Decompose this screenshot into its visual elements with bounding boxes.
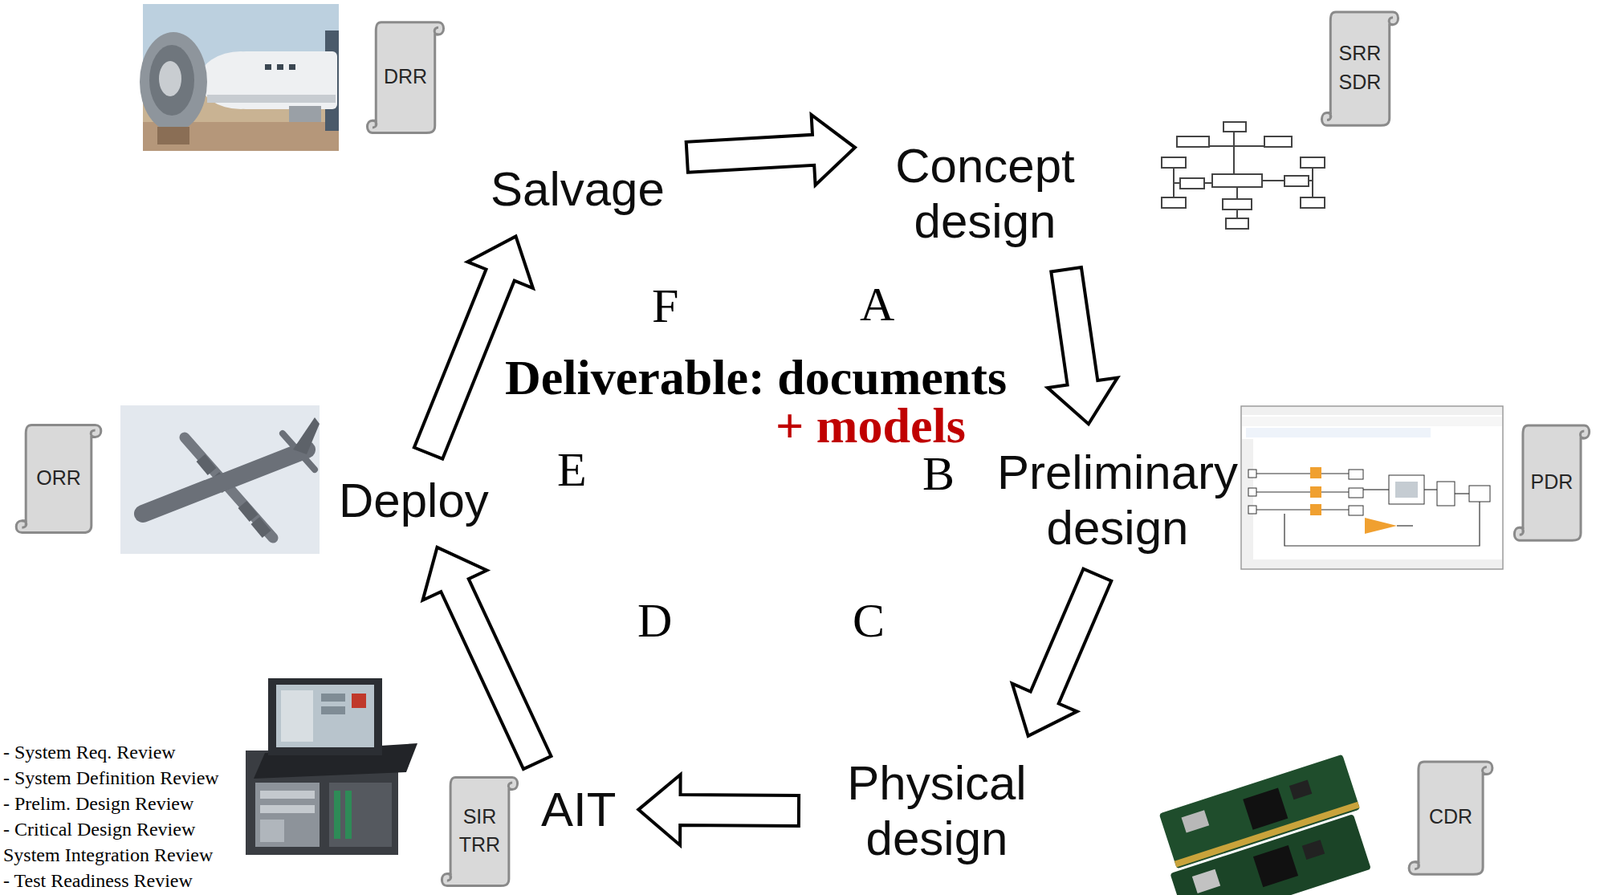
review-scroll: DRR [362, 15, 449, 139]
review-scroll: ORR [10, 418, 107, 538]
phase-label: Concept design [872, 134, 1098, 253]
flow-arrow [423, 547, 552, 770]
phase-name: AIT [541, 781, 616, 838]
phase-name: Deploy [338, 472, 489, 529]
phase-letter: D [637, 596, 672, 645]
acronym-note: - Test Readiness Review [3, 871, 193, 891]
flow-arrow [1047, 267, 1118, 424]
review-code: PDR [1530, 468, 1574, 497]
review-scroll: CDR [1403, 754, 1499, 880]
circuit-board-photo [1151, 754, 1379, 895]
concept-tree [1161, 122, 1325, 229]
phase-letter: E [557, 445, 587, 494]
aircraft-photo [120, 405, 320, 554]
review-code: SDR [1339, 68, 1382, 98]
phase-label: Preliminary design [985, 441, 1250, 559]
scroll-text-box: SRRSDR [1316, 4, 1404, 131]
review-code: TRR [459, 830, 501, 860]
scroll-text-box: DRR [362, 15, 449, 139]
center-caption: Deliverable: documents [504, 352, 1007, 403]
scroll-text-box: CDR [1403, 754, 1499, 880]
center-caption: + models [775, 400, 966, 451]
phase-label: Physical design [816, 752, 1058, 870]
phase-name: Concept design [877, 138, 1093, 249]
review-code: SRR [1339, 39, 1382, 69]
phase-name: Physical design [821, 755, 1053, 867]
phase-letter: F [651, 281, 679, 330]
flow-arrow [686, 114, 855, 186]
acronym-note: - System Req. Review [3, 742, 176, 762]
phase-letter: C [852, 596, 885, 645]
review-code: DRR [383, 62, 428, 92]
boneyard-photo [139, 4, 339, 151]
flow-arrow [414, 236, 534, 459]
review-scroll: SIRTRR [436, 770, 523, 892]
phase-name: Salvage [490, 161, 665, 217]
flow-arrow [638, 774, 799, 846]
scroll-text-box: PDR [1509, 418, 1595, 546]
scroll-outline [436, 770, 523, 892]
phase-label: AIT [536, 778, 621, 841]
acronym-note: - Critical Design Review [3, 819, 196, 839]
acronym-note: - System Definition Review [3, 768, 220, 788]
scroll-outline [1316, 4, 1404, 131]
scroll-text-box: SIRTRR [436, 770, 523, 892]
phase-name: Preliminary design [989, 444, 1246, 556]
flow-arrow [1012, 569, 1112, 737]
review-code: CDR [1429, 802, 1473, 832]
scroll-text-box: ORR [10, 418, 107, 538]
review-code: ORR [36, 464, 82, 493]
phase-label: Salvage [485, 158, 670, 220]
acronym-note: System Integration Review [3, 845, 213, 865]
model-screenshot [1241, 406, 1503, 570]
review-code: SIR [463, 802, 497, 832]
phase-letter: B [922, 449, 955, 498]
acronym-note: - Prelim. Design Review [3, 793, 194, 814]
phase-letter: A [859, 280, 895, 329]
phase-label: Deploy [333, 469, 494, 532]
review-scroll: SRRSDR [1316, 4, 1404, 131]
review-scroll: PDR [1509, 418, 1595, 546]
test-rack-photo [245, 678, 418, 855]
